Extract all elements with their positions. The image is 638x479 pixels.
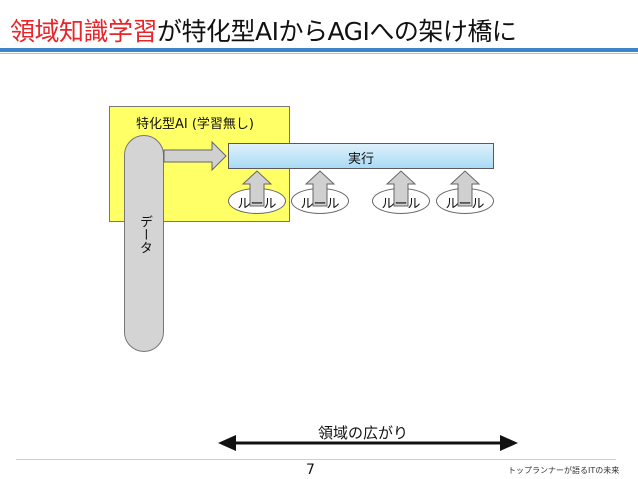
slide-title-accent: 領域知識学習 — [10, 17, 158, 46]
rule-up-arrow — [304, 170, 336, 207]
rule-up-arrows — [241, 170, 481, 207]
title-underline — [0, 48, 638, 52]
footer-divider — [16, 459, 616, 460]
slide-title: 領域知識学習が特化型AIからAGIへの架け橋に — [10, 12, 630, 48]
rule-label: ルール — [237, 197, 277, 212]
rule-up-arrow — [241, 170, 273, 207]
data-cylinder — [124, 135, 164, 352]
rule-label: ルール — [381, 197, 421, 212]
specialized-ai-label: 特化型AI (学習無し) — [136, 117, 255, 132]
rule-up-arrow — [449, 170, 481, 207]
rule-label: ルール — [300, 197, 340, 212]
data-to-exec-arrow — [163, 140, 227, 172]
domain-expansion-label: 領域の広がり — [318, 424, 409, 442]
slide-title-rest: が特化型AIからAGIへの架け橋に — [157, 17, 517, 46]
rule-up-arrow — [385, 170, 417, 207]
rule-label: ルール — [445, 197, 485, 212]
execute-bar — [228, 143, 494, 169]
title-underline-thin — [0, 53, 638, 54]
execute-label: 実行 — [347, 152, 374, 167]
data-label: データ — [137, 215, 152, 254]
footer-text: トップランナーが語るITの未来 — [508, 466, 620, 475]
page-number: 7 — [306, 462, 315, 478]
domain-double-arrow — [218, 435, 518, 451]
